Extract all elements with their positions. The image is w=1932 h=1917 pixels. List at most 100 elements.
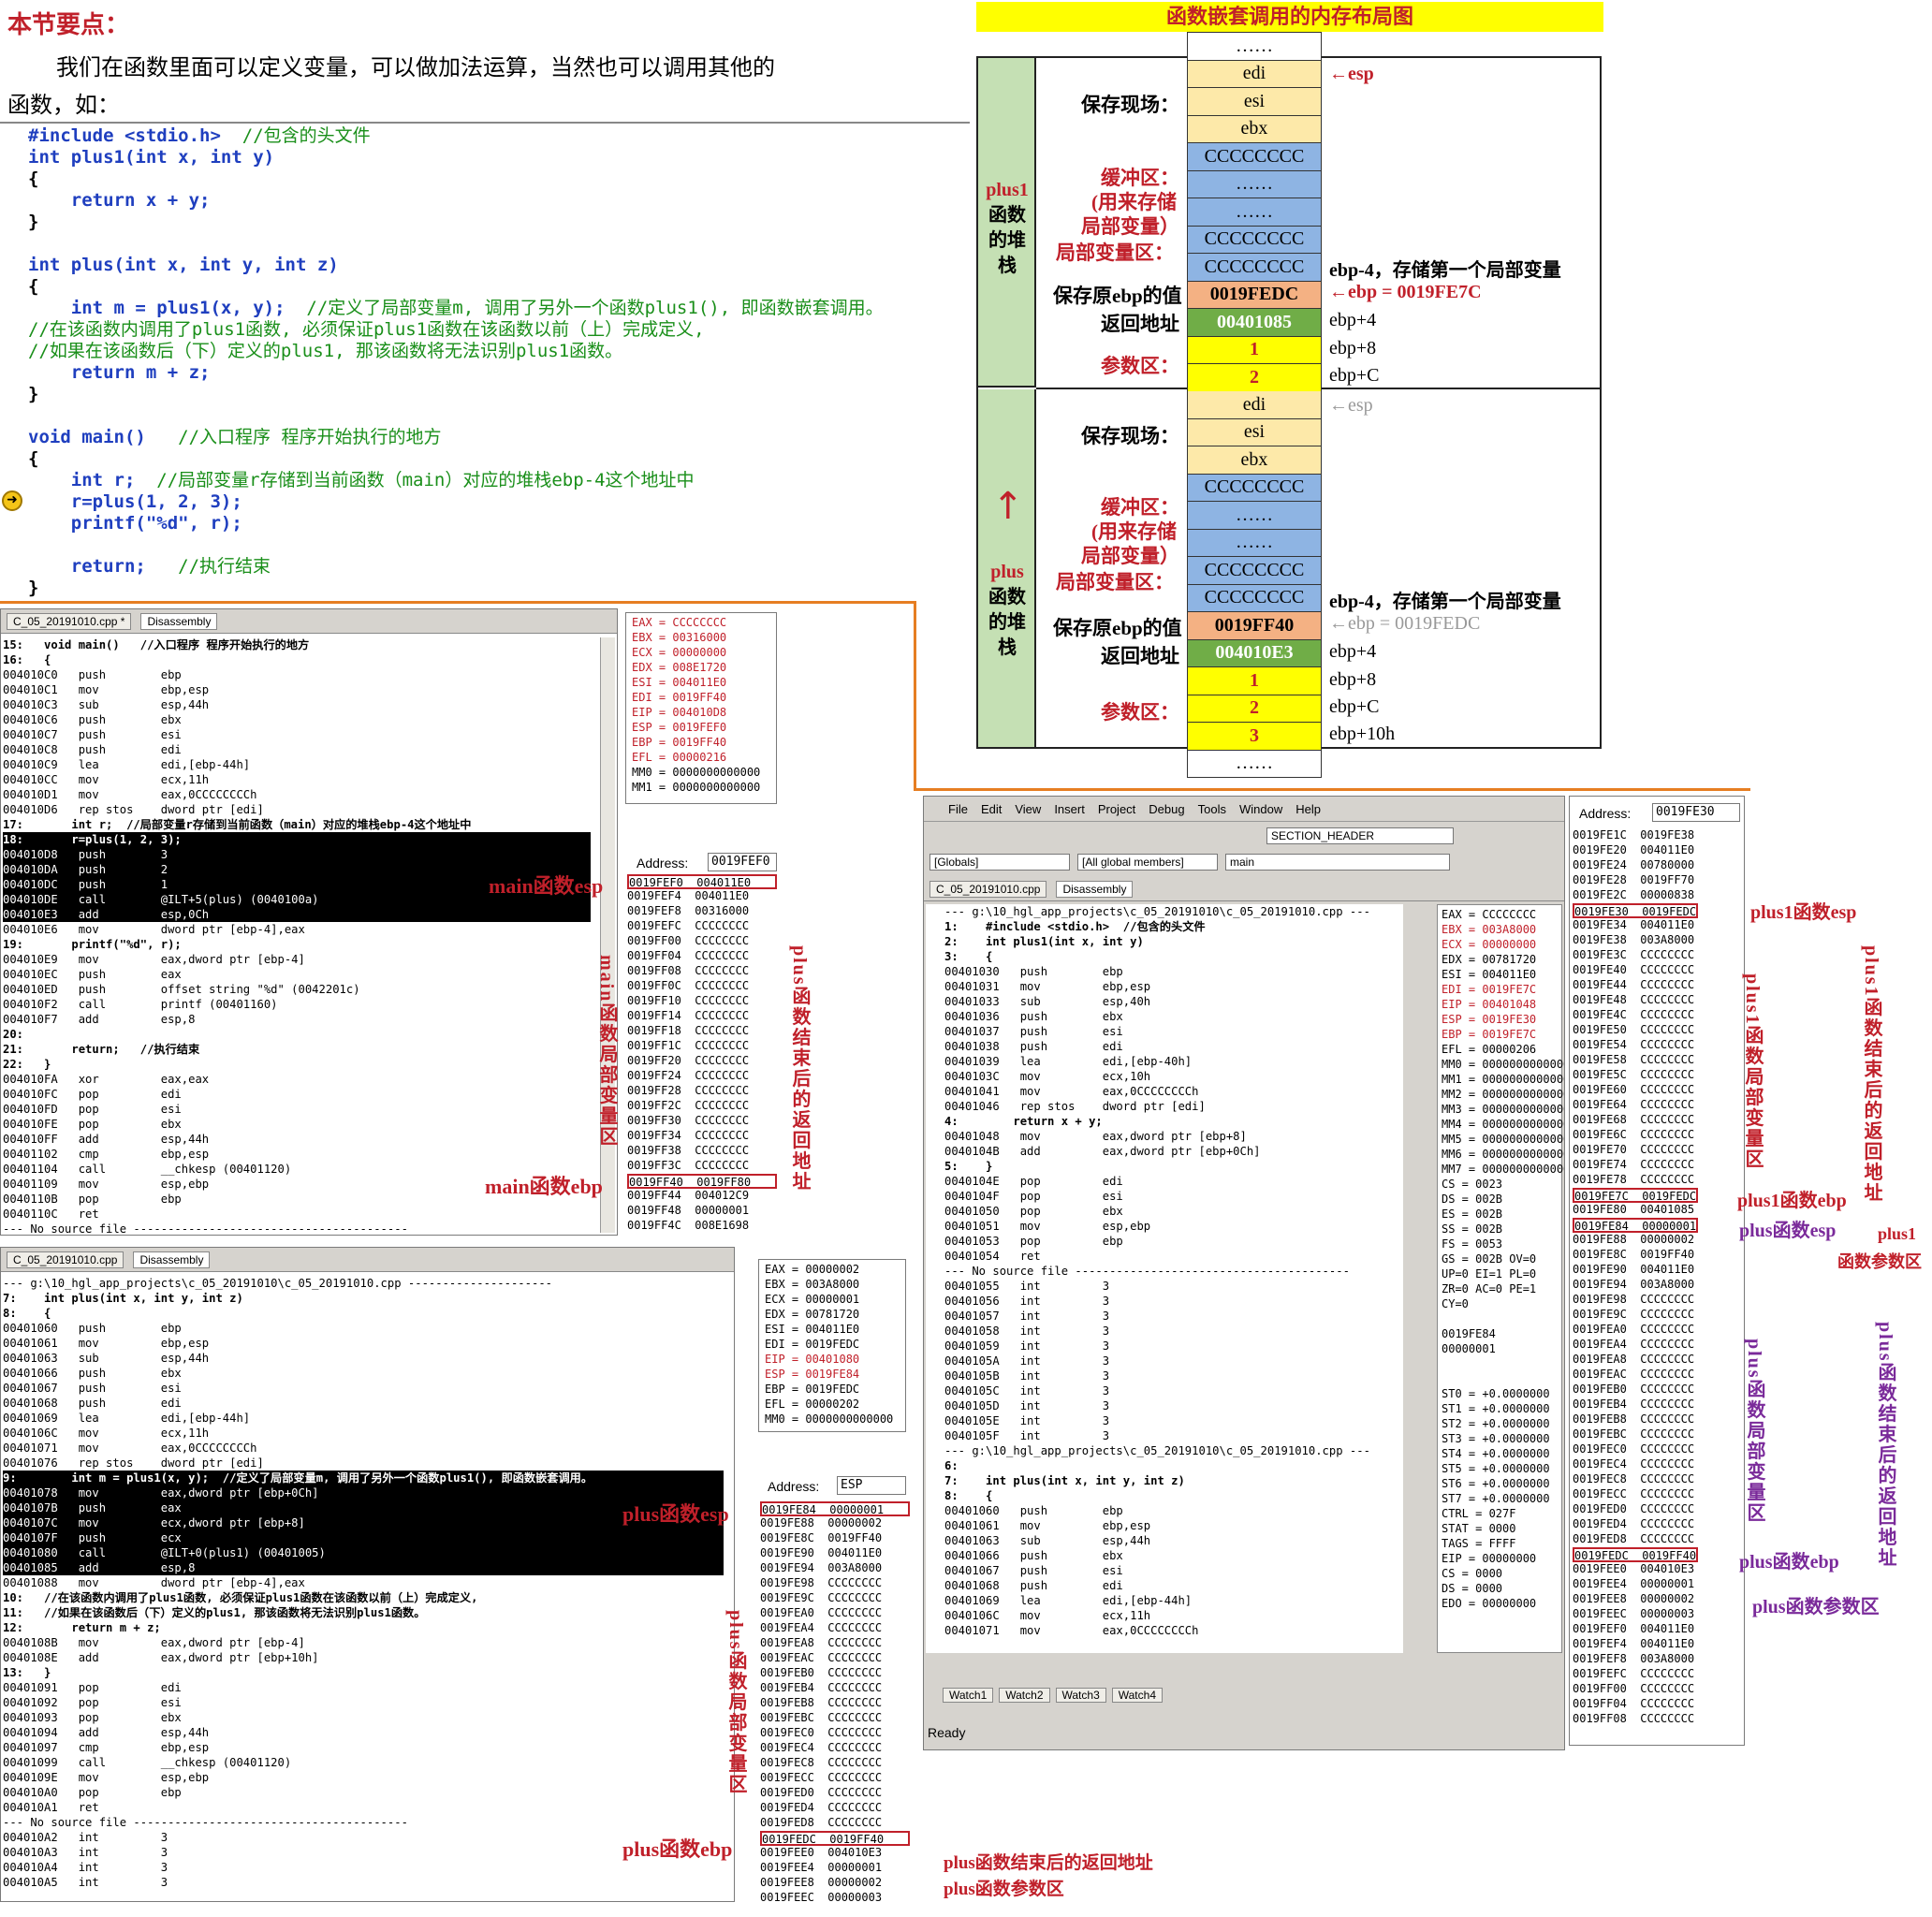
register-row: EDI = 0019FE7C bbox=[1442, 983, 1537, 996]
tab-disassembly[interactable]: Disassembly bbox=[133, 1251, 211, 1268]
tab-disassembly[interactable]: Disassembly bbox=[1056, 880, 1134, 898]
memory-row: 0019FF30 CCCCCCCC bbox=[627, 1114, 750, 1127]
disasm-line: 22: } bbox=[3, 1058, 51, 1071]
function-combo[interactable]: main bbox=[1225, 854, 1450, 871]
stack-cell: …… bbox=[1187, 502, 1322, 530]
address-input[interactable]: 0019FEF0 bbox=[708, 853, 777, 871]
menu-item-debug[interactable]: Debug bbox=[1149, 801, 1185, 816]
menu-item-view[interactable]: View bbox=[1015, 801, 1042, 816]
code-text: printf("%d", r); bbox=[28, 513, 242, 534]
label-buf1-1: 缓冲区： bbox=[1101, 167, 1179, 189]
plus1-stack-band bbox=[978, 58, 1036, 388]
watch-tab[interactable]: Watch4 bbox=[1111, 1688, 1163, 1703]
disasm-line: 004010FA xor eax,eax bbox=[3, 1073, 210, 1086]
memory-row: 0019FF04 CCCCCCCC bbox=[627, 949, 750, 962]
register-row: MM5 = 0000000000000 bbox=[1442, 1133, 1565, 1146]
plus-ebp8-label: ebp+8 bbox=[1329, 669, 1377, 690]
disasm-line: 00401053 pop ebp bbox=[944, 1235, 1123, 1248]
label-oldebp-2: 保存原ebp的值 bbox=[1053, 617, 1182, 639]
menu-item-edit[interactable]: Edit bbox=[980, 801, 1003, 816]
disasm-line: 00401071 mov eax,0CCCCCCCCh bbox=[3, 1441, 257, 1455]
code-line: return x + y; bbox=[28, 190, 983, 212]
disasm-line: 00401093 pop ebx bbox=[3, 1711, 182, 1724]
disasm-line: 0040105D int 3 bbox=[944, 1399, 1110, 1412]
watch-tab[interactable]: Watch2 bbox=[999, 1688, 1050, 1703]
register-row: EDX = 008E1720 bbox=[632, 661, 727, 674]
globals-combo[interactable]: [Globals] bbox=[929, 854, 1070, 871]
register-row: SS = 002B bbox=[1442, 1222, 1503, 1236]
code-text: } bbox=[28, 384, 39, 404]
memory-row: 0019FE98 CCCCCCCC bbox=[760, 1576, 883, 1589]
tab-source[interactable]: C_05_20191010.cpp bbox=[929, 880, 1047, 898]
menu-item-file[interactable]: File bbox=[948, 801, 968, 816]
label-buf4-1: 局部变量区： bbox=[1056, 241, 1174, 264]
watch-tab[interactable]: Watch1 bbox=[943, 1688, 994, 1703]
plus1-args-annotation: 函数参数区 bbox=[1837, 1252, 1922, 1271]
section-combo[interactable]: SECTION_HEADER bbox=[1266, 827, 1454, 844]
memory-row: 0019FEF0 004011E0 bbox=[1573, 1622, 1695, 1635]
menu-item-project[interactable]: Project bbox=[1097, 801, 1136, 816]
menu-item-help[interactable]: Help bbox=[1295, 801, 1321, 816]
memory-row: 0019FEE0 004010E3 bbox=[760, 1846, 883, 1859]
watch-tab[interactable]: Watch3 bbox=[1055, 1688, 1106, 1703]
memory-row: 0019FF28 CCCCCCCC bbox=[627, 1084, 750, 1097]
code-comment: //在该函数内调用了plus1函数, 必须保证plus1函数在该函数以前（上）完… bbox=[28, 319, 705, 340]
toolbar: SECTION_HEADER bbox=[924, 821, 1564, 849]
menu-item-tools[interactable]: Tools bbox=[1197, 801, 1226, 816]
disasm-line: 00401066 push ebx bbox=[944, 1549, 1123, 1562]
disasm-line: 00401038 push edi bbox=[944, 1040, 1123, 1053]
disasm-line: 00401109 mov esp,ebp bbox=[3, 1178, 210, 1191]
memory-row: 0019FF1C CCCCCCCC bbox=[627, 1039, 750, 1052]
memory-row: 0019FED8 CCCCCCCC bbox=[760, 1816, 883, 1829]
register-row: ST6 = +0.0000000 bbox=[1442, 1477, 1550, 1490]
members-combo[interactable]: [All global members] bbox=[1077, 854, 1218, 871]
disasm-line: 0040106C mov ecx,11h bbox=[3, 1427, 210, 1440]
memory-row: 0019FE58 CCCCCCCC bbox=[1573, 1053, 1695, 1066]
address-input[interactable]: 0019FE30 bbox=[1652, 803, 1740, 822]
code-text: { bbox=[28, 276, 39, 297]
disasm-line: 004010FE pop ebx bbox=[3, 1118, 182, 1131]
memory-row: 0019FEC4 CCCCCCCC bbox=[760, 1741, 883, 1754]
memory-row: 0019FE54 CCCCCCCC bbox=[1573, 1038, 1695, 1051]
memory-row: 0019FE90 004011E0 bbox=[1573, 1263, 1695, 1276]
register-row: EIP = 00401048 bbox=[1442, 998, 1537, 1011]
plus-esp-annotation: plus函数esp bbox=[1739, 1221, 1837, 1241]
memory-row: 0019FE2C 00000838 bbox=[1573, 888, 1695, 901]
disasm-line: 00401094 add esp,44h bbox=[3, 1726, 210, 1739]
ide-window: File Edit View Insert Project Debug Tools Windo… bbox=[923, 796, 1565, 1750]
memory-row: 0019FEE4 00000001 bbox=[1573, 1577, 1695, 1590]
scrollbar[interactable] bbox=[600, 637, 615, 1233]
memory-row: 0019FE20 004011E0 bbox=[1573, 843, 1695, 856]
tab-source[interactable]: C_05_20191010.cpp bbox=[7, 1251, 124, 1268]
memory-row: 0019FE9C CCCCCCCC bbox=[760, 1591, 883, 1604]
memory-row: 0019FEB4 CCCCCCCC bbox=[760, 1681, 883, 1694]
disasm-line: 0040105A int 3 bbox=[944, 1354, 1110, 1368]
disasm-line: 3: { bbox=[944, 950, 993, 963]
register-row bbox=[1442, 1312, 1558, 1327]
disasm-line: 0040104B add eax,dword ptr [ebp+0Ch] bbox=[944, 1145, 1261, 1158]
memory-row: 0019FE70 CCCCCCCC bbox=[1573, 1143, 1695, 1156]
memory-row: 0019FE78 CCCCCCCC bbox=[1573, 1173, 1695, 1186]
disasm-line: 8: { bbox=[3, 1307, 51, 1320]
memory-row: 0019FE98 CCCCCCCC bbox=[1573, 1293, 1695, 1306]
code-line: int plus(int x, int y, int z) bbox=[28, 255, 983, 276]
address-input[interactable]: ESP bbox=[837, 1476, 906, 1495]
menu-item-window[interactable]: Window bbox=[1238, 801, 1283, 816]
register-row: ST2 = +0.0000000 bbox=[1442, 1417, 1550, 1430]
memory-row: 0019FE88 00000002 bbox=[1573, 1233, 1695, 1246]
memory-row: 0019FE84 00000001 bbox=[1573, 1218, 1699, 1233]
menu-item-insert[interactable]: Insert bbox=[1054, 801, 1085, 816]
address-label: Address: bbox=[768, 1479, 820, 1494]
status-bar: Ready bbox=[928, 1725, 966, 1740]
stack-cell: esi bbox=[1187, 88, 1322, 116]
memory-row: 0019FE38 003A8000 bbox=[1573, 933, 1695, 946]
register-row: CY=0 bbox=[1442, 1297, 1469, 1310]
divider bbox=[0, 122, 970, 124]
register-row: ST1 = +0.0000000 bbox=[1442, 1402, 1550, 1415]
tab-source[interactable]: C_05_20191010.cpp * bbox=[7, 612, 132, 630]
code-text: return x + y; bbox=[28, 190, 211, 211]
code-line: //在该函数内调用了plus1函数, 必须保证plus1函数在该函数以前（上）完… bbox=[28, 319, 983, 341]
memory-row: 0019FE28 0019FF70 bbox=[1573, 873, 1695, 886]
tab-disassembly[interactable]: Disassembly bbox=[140, 612, 218, 630]
